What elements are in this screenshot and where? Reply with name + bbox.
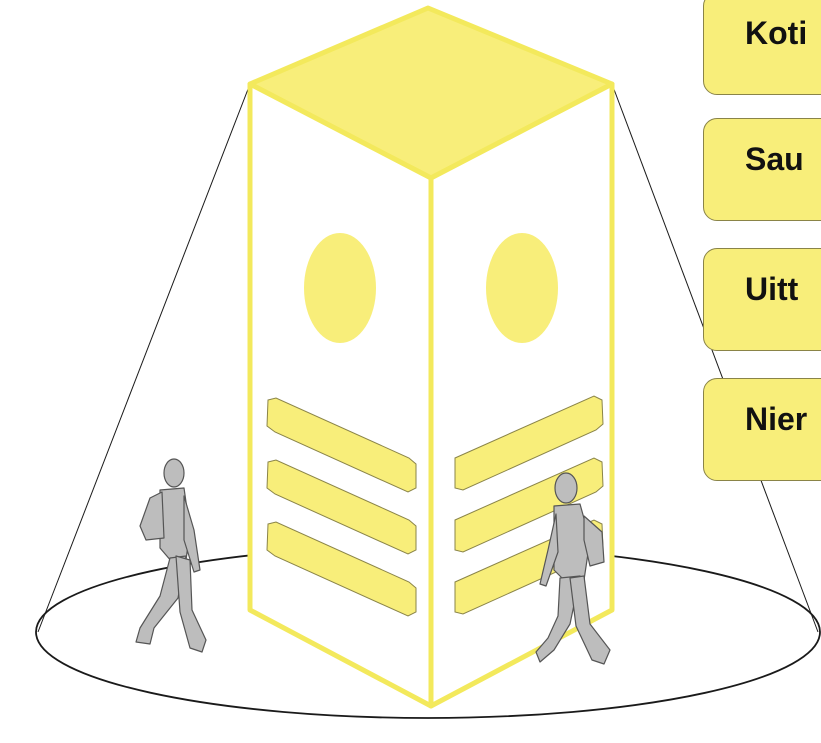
tower	[247, 5, 615, 709]
cone-line-right	[611, 83, 819, 633]
person-walking-left	[135, 458, 207, 653]
tower-left-stripe	[266, 459, 417, 555]
label-card-3: Uitt	[703, 248, 821, 351]
tower-left-window	[304, 233, 376, 343]
tower-left-stripe	[266, 397, 417, 493]
label-card-4: Nier	[703, 378, 821, 481]
label-card-2: Sau	[703, 118, 821, 221]
label-text: Nier	[745, 401, 808, 437]
tower-right-window	[486, 233, 558, 343]
label-card-1: Koti	[703, 0, 821, 95]
label-text: Uitt	[745, 271, 799, 307]
tower-left-stripe	[266, 521, 417, 617]
label-text: Koti	[745, 15, 808, 51]
person-walking-right	[535, 472, 611, 665]
label-text: Sau	[745, 141, 804, 177]
cone-line-left	[37, 83, 251, 633]
tower-right-stripe	[454, 395, 604, 491]
